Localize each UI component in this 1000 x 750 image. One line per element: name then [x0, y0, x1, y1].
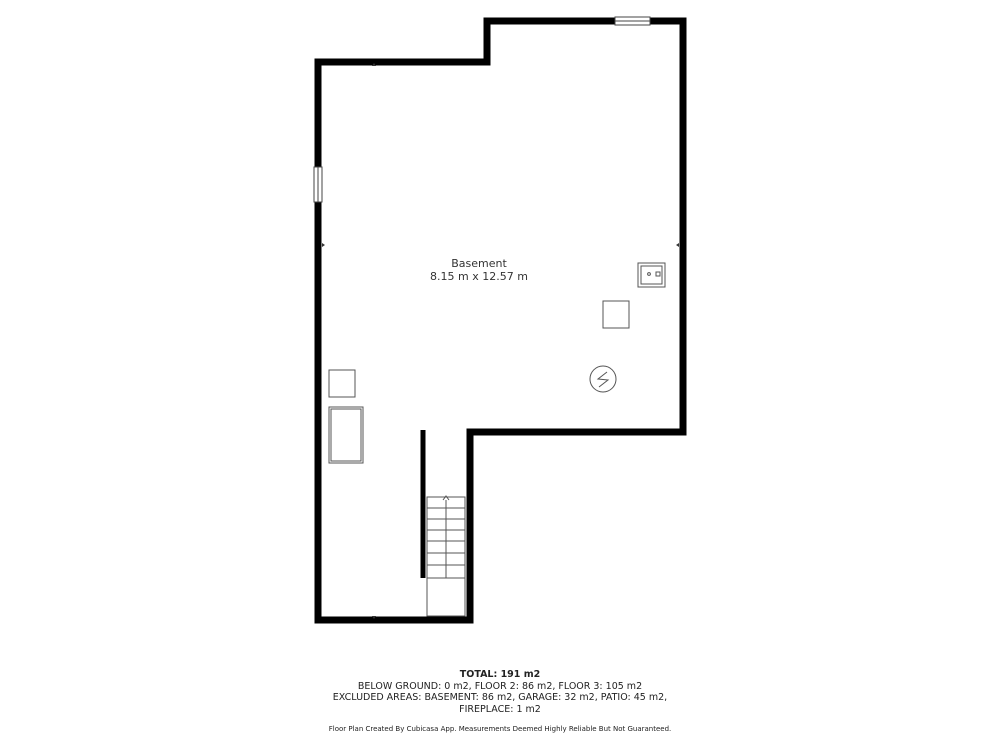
room-name: Basement — [451, 257, 507, 270]
stairs — [426, 495, 466, 617]
counter-unit — [328, 406, 364, 464]
lightning-circle-icon — [589, 365, 617, 393]
disclaimer: Floor Plan Created By Cubicasa App. Meas… — [328, 725, 672, 733]
small-cabinet — [328, 369, 356, 398]
utility-sink-icon — [637, 262, 666, 288]
room-dimensions: 8.15 m x 12.57 m — [430, 270, 528, 283]
window-left — [313, 166, 323, 203]
exterior-walls — [314, 17, 687, 624]
area-line-1: BELOW GROUND: 0 m2, FLOOR 2: 86 m2, FLOO… — [357, 680, 643, 692]
area-total: TOTAL: 191 m2 — [459, 669, 541, 680]
area-line-3: FIREPLACE: 1 m2 — [459, 703, 541, 715]
window-top — [614, 16, 651, 26]
area-summary: TOTAL: 191 m2 BELOW GROUND: 0 m2, FLOOR … — [0, 669, 1000, 715]
wall-markers — [322, 63, 679, 619]
area-line-2: EXCLUDED AREAS: BASEMENT: 86 m2, GARAGE:… — [332, 692, 668, 703]
square-fixture — [602, 300, 630, 329]
